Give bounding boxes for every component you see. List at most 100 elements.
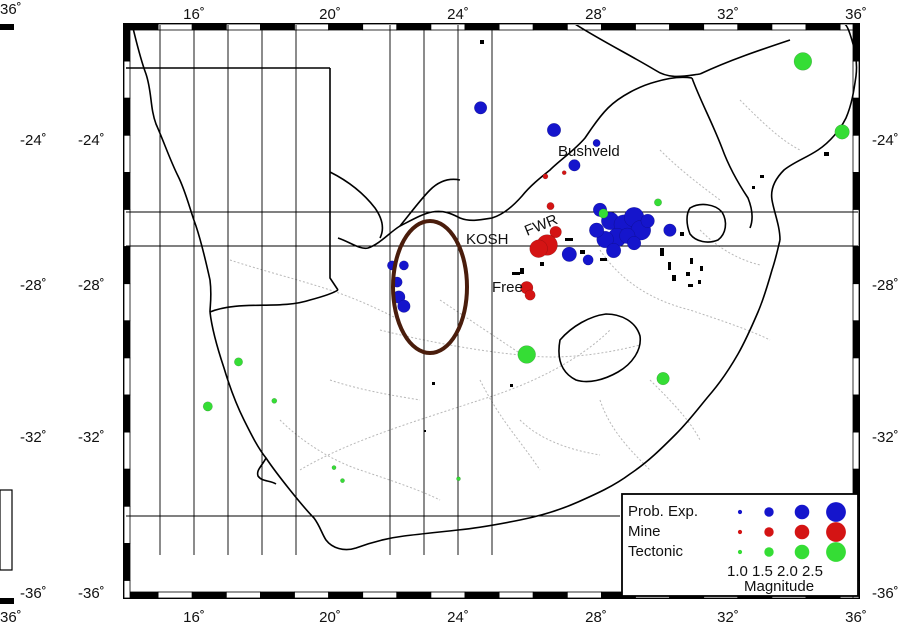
legend-label-mine: Mine [628,523,661,540]
legend-marker-mine-1 [737,529,743,535]
border-segment-top [532,23,568,31]
lon-label-20: 20˚ [319,6,341,23]
prob_exp-event-marker [397,299,411,313]
graticule [126,25,858,555]
border-segment-bottom [498,591,534,599]
legend-marker-prob_exp-1.5 [764,507,774,517]
border-segment-top [430,23,466,31]
lat-label-32-inner-left: -32˚ [78,429,105,446]
lat-label-28-outer-left: -28˚ [20,277,47,294]
border-segment-left [123,505,131,544]
legend: Prob. Exp. Mine Tectonic 1.0 1.5 2.0 2.5… [621,493,859,597]
lat-label-32-right: -32˚ [872,429,899,446]
tectonic-event-marker [793,52,813,71]
border-segment-top [362,23,398,31]
border-segment-right [852,171,860,210]
tectonic-event-marker [271,397,278,404]
border-segment-top [396,23,432,31]
lon-label-32: 32˚ [717,6,739,23]
lon-label-24-bottom: 24˚ [447,609,469,626]
prob_exp-event-marker [568,159,581,172]
border-segment-bottom [259,591,295,599]
border-segment-bottom [566,591,602,599]
border-segment-left [123,394,131,433]
border-segment-left [123,171,131,210]
border-segment-left [123,60,131,99]
border-segment-left [123,543,131,581]
prob_exp-event-marker [592,139,601,147]
prob_exp-event-marker [474,101,488,115]
tectonic-event-marker [656,372,670,386]
tectonic-event-marker [202,401,213,412]
prob_exp-event-marker [589,222,605,238]
border-segment-bottom [396,591,432,599]
lon-label-16: 16˚ [183,6,205,23]
lon-label-28-bottom: 28˚ [585,609,607,626]
lat-label-28-inner-left: -28˚ [78,277,105,294]
legend-markers [737,502,846,562]
border-segment-left [123,580,131,599]
left-edge-border-bottom [0,598,14,604]
label-bushveld: Bushveld [558,143,620,160]
border-segment-right [852,209,860,247]
lat-label-28-right: -28˚ [872,277,899,294]
prob_exp-event-marker [663,223,677,237]
map-content [126,25,858,555]
legend-marker-prob_exp-2.5 [826,502,846,522]
border-segment-left [123,23,131,62]
border-segment-top [328,23,364,31]
legend-label-tectonic: Tectonic [628,543,684,560]
left-edge-label-top: 36˚ [0,1,22,18]
legend-marker-tectonic-1.5 [764,547,774,557]
border-segment-top [805,23,841,31]
border-segment-left [123,246,131,285]
border-segment-right [852,134,860,173]
left-edge-fragment: 36˚ 36˚ [0,1,22,626]
country-boundaries [126,25,858,551]
left-lat-labels: -24˚ -28˚ -32˚ -36˚ -24˚ -28˚ -32˚ -36˚ [20,132,105,602]
legend-label-prob-exp: Prob. Exp. [628,503,698,520]
legend-magnitude-values: 1.0 1.5 2.0 2.5 [727,563,823,580]
border-segment-bottom [157,591,193,599]
left-edge-label-bottom: 36˚ [0,609,22,626]
legend-marker-tectonic-1 [737,549,743,555]
border-segment-right [852,320,860,359]
tectonic-event-marker [331,465,337,470]
border-segment-bottom [532,591,568,599]
lon-label-24: 24˚ [447,6,469,23]
border-segment-top [498,23,534,31]
border-segment-top [259,23,295,31]
border-segment-bottom [328,591,364,599]
legend-marker-mine-1.5 [764,527,774,537]
border-segment-top [464,23,500,31]
border-segment-left [123,209,131,247]
border-segment-right [852,246,860,285]
border-segment-bottom [430,591,466,599]
border-segment-right [852,394,860,433]
border-segment-top [157,23,193,31]
legend-marker-tectonic-2 [794,544,810,560]
border-segment-left [123,357,131,396]
border-segment-right [852,357,860,396]
lat-label-24-inner-left: -24˚ [78,132,105,149]
lon-label-32-bottom: 32˚ [717,609,739,626]
tectonic-event-marker [834,124,850,140]
border-segment-right [852,97,860,136]
bottom-lon-labels: 16˚ 20˚ 24˚ 28˚ 32˚ 36˚ [183,609,867,626]
mine-event-marker [524,289,536,301]
lat-label-36-inner-left: -36˚ [78,585,105,602]
border-segment-right [852,283,860,322]
border-segment-bottom [464,591,500,599]
border-segment-left [123,431,131,470]
mine-event-marker [542,173,549,180]
lat-label-24-outer-left: -24˚ [20,132,47,149]
seismic-events [202,52,850,483]
mine-event-marker [529,239,548,258]
legend-marker-mine-2 [794,524,810,540]
border-segment-top [601,23,636,31]
border-segment-top [294,23,329,31]
border-segment-right [852,431,860,470]
mine-event-marker [546,202,555,211]
prob_exp-event-marker [640,213,655,228]
